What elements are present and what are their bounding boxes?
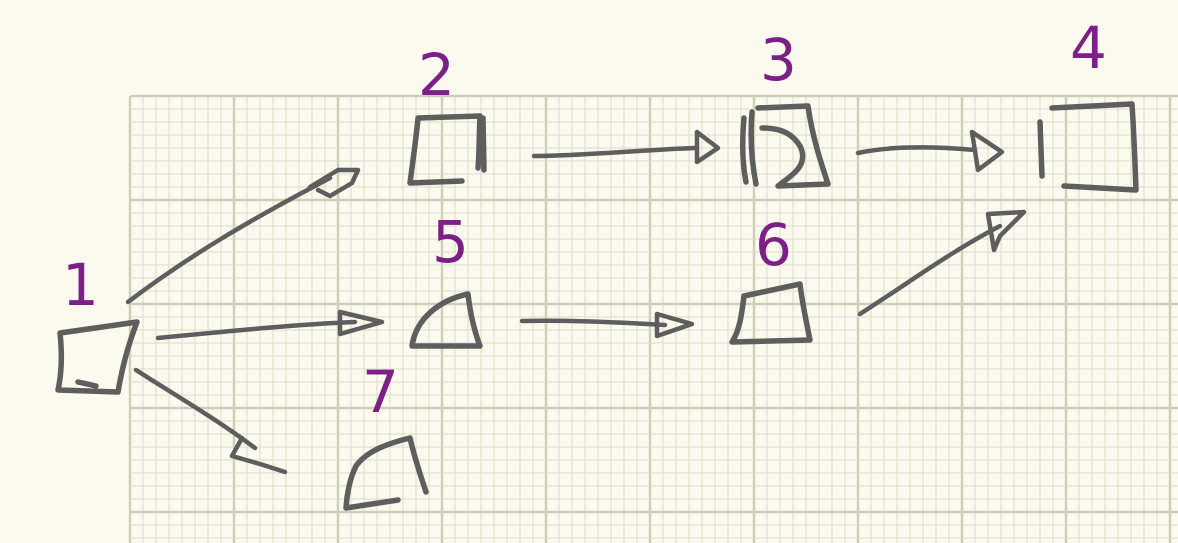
edge-6-4	[857, 209, 1027, 317]
node-1-label: 1	[62, 251, 99, 319]
node-1: 1	[55, 251, 140, 395]
edge-5-6	[519, 311, 695, 339]
edge-1-7	[133, 367, 288, 475]
node-4-label: 4	[1070, 14, 1107, 82]
edge-3-4	[855, 129, 1005, 173]
node-4: 4	[1037, 14, 1139, 193]
node-6: 6	[729, 211, 813, 345]
node-5-label: 5	[432, 208, 469, 276]
edge-2-3	[531, 129, 721, 165]
node-3: 3	[739, 26, 831, 189]
node-7-label: 7	[362, 358, 399, 426]
edge-1-2	[125, 167, 361, 305]
node-7: 7	[343, 358, 429, 511]
node-2: 2	[407, 41, 487, 186]
node-3-label: 3	[760, 26, 797, 94]
node-5: 5	[409, 208, 483, 349]
edge-1-5	[155, 309, 385, 341]
node-2-label: 2	[418, 41, 455, 109]
node-6-label: 6	[755, 211, 792, 279]
